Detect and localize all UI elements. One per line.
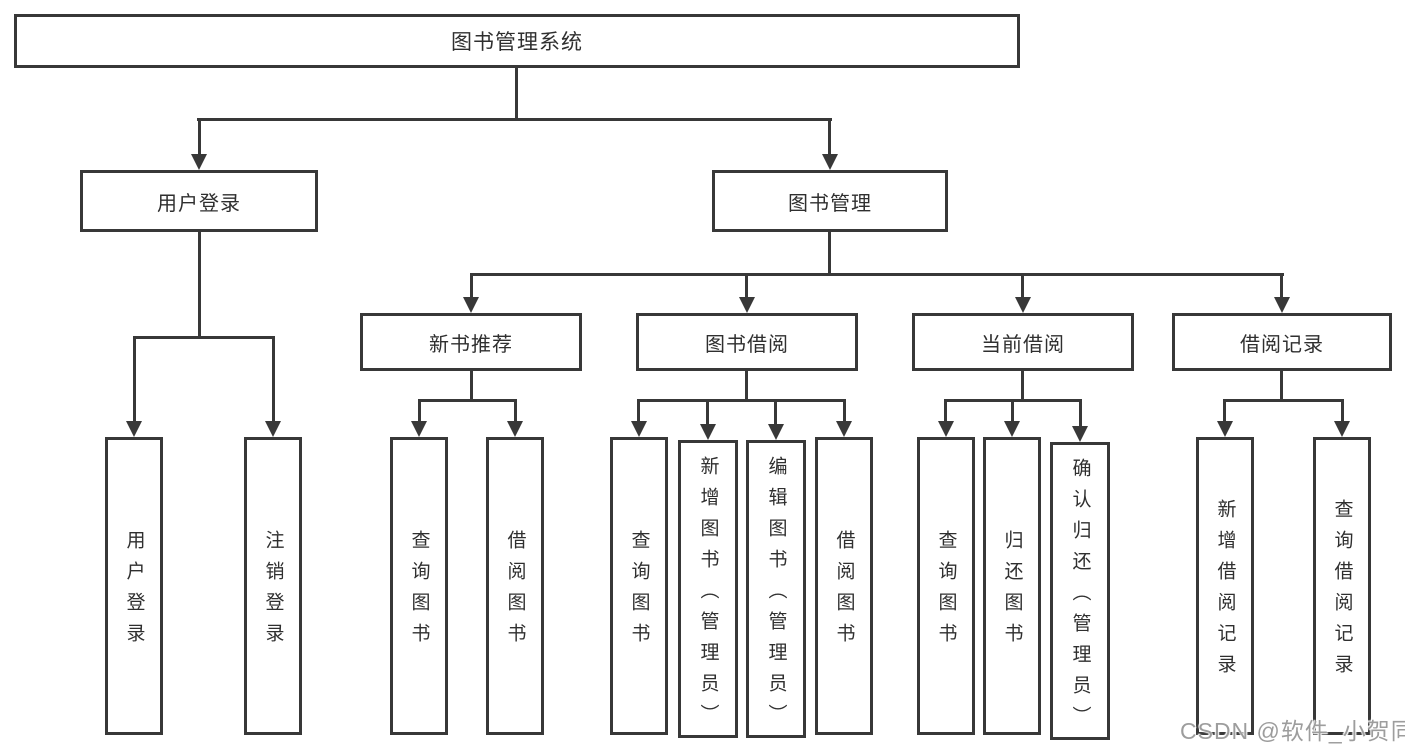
arrowhead-down-icon: [739, 297, 755, 313]
node-user-login: 用户登录: [80, 170, 318, 232]
node-return-book: 归还图书: [983, 437, 1041, 735]
arrowhead-down-icon: [507, 421, 523, 437]
connector-line: [828, 118, 831, 156]
connector-line: [197, 118, 832, 121]
arrowhead-down-icon: [411, 421, 427, 437]
arrowhead-down-icon: [1072, 426, 1088, 442]
connector-line: [745, 273, 748, 299]
node-query-book-current: 查询图书: [917, 437, 975, 735]
node-logout-label: 注销登录: [262, 530, 284, 654]
node-new-book-recommend: 新书推荐: [360, 313, 582, 371]
connector-line: [133, 336, 275, 339]
node-user-login-label: 用户登录: [157, 192, 241, 215]
connector-line: [774, 399, 777, 426]
arrowhead-down-icon: [1004, 421, 1020, 437]
connector-line: [843, 399, 846, 423]
connector-line: [706, 399, 709, 426]
connector-line: [272, 336, 275, 423]
node-new-book-recommend-label: 新书推荐: [429, 333, 513, 356]
connector-line: [198, 118, 201, 156]
arrowhead-down-icon: [126, 421, 142, 437]
node-user-login-leaf-label: 用户登录: [123, 530, 145, 654]
connector-line: [1011, 399, 1014, 423]
arrowhead-down-icon: [265, 421, 281, 437]
node-query-book-borrow: 查询图书: [610, 437, 668, 735]
connector-line: [637, 399, 640, 423]
connector-line: [828, 232, 831, 275]
node-library-system: 图书管理系统: [14, 14, 1020, 68]
watermark: CSDN @软件_小贺同学: [1180, 718, 1405, 744]
connector-line: [470, 273, 1284, 276]
node-add-book-admin-label: 新增图书（管理员）: [697, 455, 719, 735]
node-borrow-book-recommend-label: 借阅图书: [504, 530, 526, 654]
connector-line: [470, 371, 473, 402]
arrowhead-down-icon: [768, 424, 784, 440]
connector-line: [418, 399, 421, 423]
connector-line: [418, 399, 517, 402]
node-query-book-recommend: 查询图书: [390, 437, 448, 735]
connector-line: [1079, 399, 1082, 428]
node-add-book-admin: 新增图书（管理员）: [678, 440, 738, 738]
arrowhead-down-icon: [191, 154, 207, 170]
connector-line: [1280, 371, 1283, 402]
connector-line: [745, 371, 748, 402]
connector-line: [1280, 273, 1283, 299]
node-add-borrow-record: 新增借阅记录: [1196, 437, 1254, 735]
node-borrow-records-label: 借阅记录: [1240, 333, 1324, 356]
node-query-book-current-label: 查询图书: [935, 530, 957, 654]
connector-line: [1021, 273, 1024, 299]
connector-line: [198, 232, 201, 338]
node-borrow-book-borrow: 借阅图书: [815, 437, 873, 735]
connector-line: [1223, 399, 1344, 402]
connector-line: [637, 399, 846, 402]
node-borrow-book-recommend: 借阅图书: [486, 437, 544, 735]
node-query-book-recommend-label: 查询图书: [408, 530, 430, 654]
arrowhead-down-icon: [1274, 297, 1290, 313]
node-edit-book-admin-label: 编辑图书（管理员）: [765, 455, 787, 735]
connector-line: [944, 399, 947, 423]
node-current-borrow: 当前借阅: [912, 313, 1134, 371]
node-query-book-borrow-label: 查询图书: [628, 530, 650, 654]
node-add-borrow-record-label: 新增借阅记录: [1214, 499, 1236, 685]
node-book-management-label: 图书管理: [788, 192, 872, 215]
connector-line: [133, 336, 136, 423]
node-user-login-leaf: 用户登录: [105, 437, 163, 735]
arrowhead-down-icon: [1217, 421, 1233, 437]
node-logout: 注销登录: [244, 437, 302, 735]
node-borrow-records: 借阅记录: [1172, 313, 1392, 371]
node-query-borrow-record-label: 查询借阅记录: [1331, 499, 1353, 685]
arrowhead-down-icon: [631, 421, 647, 437]
node-book-management: 图书管理: [712, 170, 948, 232]
arrowhead-down-icon: [836, 421, 852, 437]
arrowhead-down-icon: [1015, 297, 1031, 313]
arrowhead-down-icon: [938, 421, 954, 437]
connector-line: [1341, 399, 1344, 423]
node-return-book-label: 归还图书: [1001, 530, 1023, 654]
connector-line: [1021, 371, 1024, 402]
arrowhead-down-icon: [700, 424, 716, 440]
node-book-borrow-label: 图书借阅: [705, 333, 789, 356]
connector-line: [1223, 399, 1226, 423]
arrowhead-down-icon: [822, 154, 838, 170]
node-query-borrow-record: 查询借阅记录: [1313, 437, 1371, 735]
node-library-system-label: 图书管理系统: [451, 31, 583, 54]
node-confirm-return-admin: 确认归还（管理员）: [1050, 442, 1110, 740]
connector-line: [470, 273, 473, 299]
node-current-borrow-label: 当前借阅: [981, 333, 1065, 356]
connector-line: [515, 68, 518, 120]
arrowhead-down-icon: [463, 297, 479, 313]
connector-line: [514, 399, 517, 423]
arrowhead-down-icon: [1334, 421, 1350, 437]
node-book-borrow: 图书借阅: [636, 313, 858, 371]
node-confirm-return-admin-label: 确认归还（管理员）: [1069, 457, 1091, 737]
node-edit-book-admin: 编辑图书（管理员）: [746, 440, 806, 738]
node-borrow-book-borrow-label: 借阅图书: [833, 530, 855, 654]
